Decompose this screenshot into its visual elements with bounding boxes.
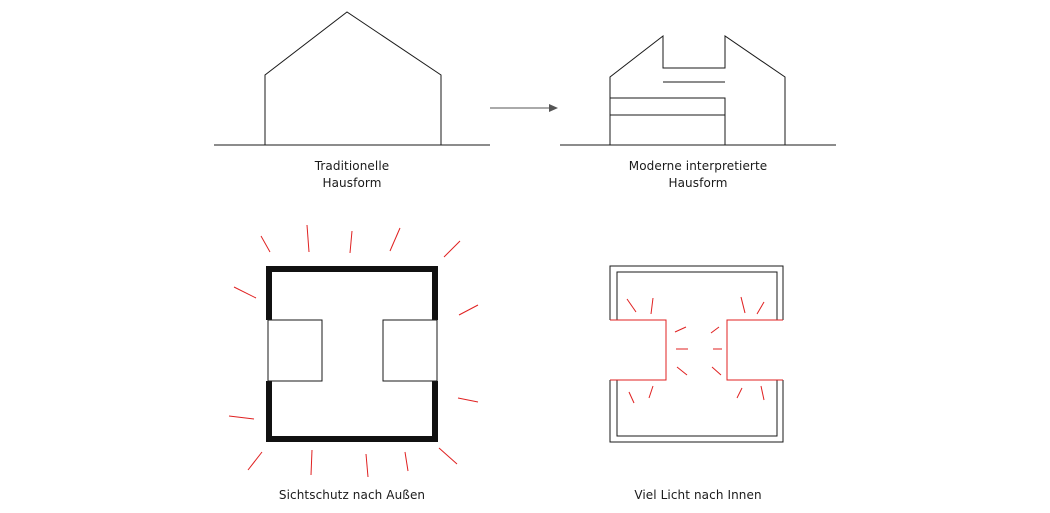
courtyard-right [382,319,438,382]
thick-wall-top [266,266,438,272]
caption-privacy: Sichtschutz nach Außen [252,487,452,504]
h-shape-inner [616,271,778,437]
courtyard-left [267,319,323,382]
caption-light: Viel Licht nach Innen [598,487,798,504]
privacy-plan-drawing [228,224,479,478]
modern-house-drawing [560,34,836,146]
caption-privacy-text: Sichtschutz nach Außen [278,488,426,502]
h-shape-courtyard-edges [610,319,783,381]
thick-wall-bottom [266,436,438,442]
transform-arrow [490,104,558,112]
thick-wall-right-upper [432,266,438,320]
light-plan-drawing [609,265,784,443]
inward-rays [626,296,765,404]
thick-wall-right-lower [432,381,438,442]
caption-modern-line1: Moderne interpretierte [628,159,768,173]
caption-modern-line2: Hausform [668,176,728,190]
caption-traditional-line2: Hausform [322,176,382,190]
thick-wall-left-lower [266,381,272,442]
thick-wall-left-upper [266,266,272,320]
traditional-house-drawing [214,11,490,146]
outward-rays [228,224,479,478]
gable-house-outline [264,11,442,145]
caption-traditional-line1: Traditionelle [314,159,390,173]
caption-traditional: Traditionelle Hausform [277,158,427,192]
caption-modern: Moderne interpretierte Hausform [598,158,798,192]
modern-house-outline [609,34,786,146]
caption-light-text: Viel Licht nach Innen [634,488,762,502]
h-shape-outer [609,265,784,443]
